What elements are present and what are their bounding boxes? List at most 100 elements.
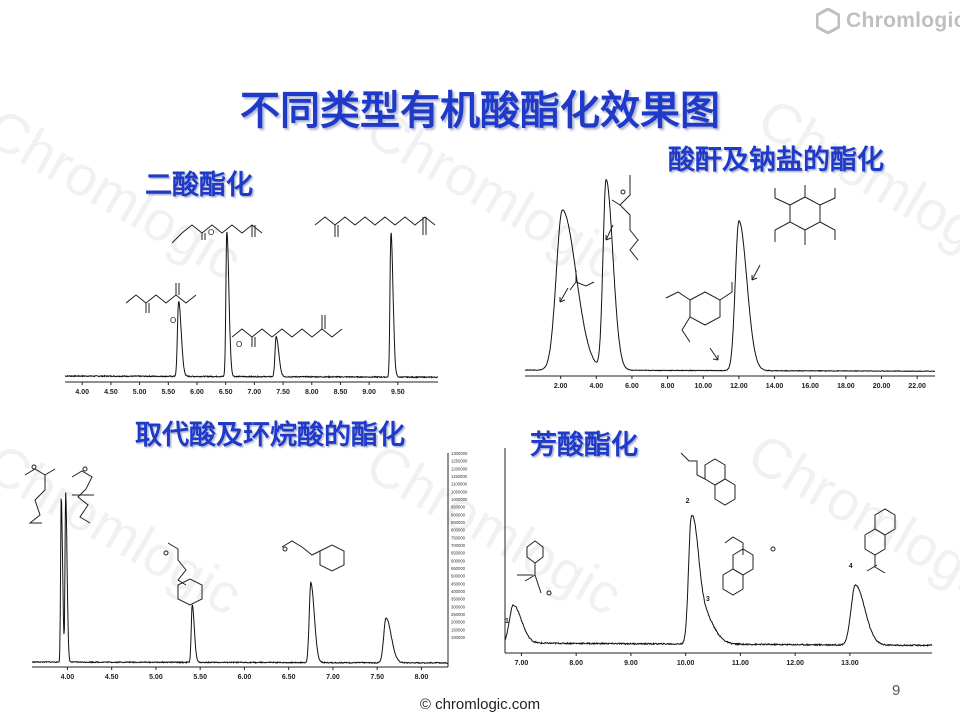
x-tick-label: 9.00 — [624, 660, 638, 667]
x-tick-label: 4.00 — [589, 383, 603, 390]
y-tick-label: 800000 — [451, 528, 466, 533]
x-tick-label: 2.00 — [554, 383, 568, 390]
y-tick-labels: 1300000 1250000 1200000 1150000 1100000 10500… — [451, 451, 468, 640]
page-title: 不同类型有机酸酯化效果图 — [240, 88, 720, 134]
x-tick-label: 7.50 — [276, 389, 290, 396]
chromatogram-trace — [64, 231, 439, 379]
x-tick-label: 6.50 — [219, 389, 233, 396]
y-tick-label: 500000 — [451, 574, 466, 579]
x-tick-label: 12.00 — [730, 383, 748, 390]
x-tick-label: 10.00 — [677, 660, 695, 667]
y-tick-label: 350000 — [451, 597, 466, 602]
chromatogram-trace — [31, 492, 449, 665]
x-tick-label: 11.00 — [732, 660, 749, 667]
x-tick-label: 4.50 — [104, 389, 118, 396]
y-tick-label: 1000000 — [451, 497, 468, 502]
x-tick-label: 6.00 — [190, 389, 204, 396]
chromatogram-aromatic-acid: 7.00 8.00 9.00 10.00 11.00 12.00 13.00 1 2 3 4 — [504, 448, 933, 667]
y-tick-label: 550000 — [451, 566, 466, 571]
x-tick-label: 14.00 — [766, 383, 784, 390]
logo-text: Chromlogic — [846, 9, 960, 32]
peak-label: 3 — [706, 596, 710, 603]
x-tick-label: 20.00 — [873, 383, 891, 390]
svg-text:O: O — [236, 340, 242, 349]
brand-logo: Chromlogic — [816, 6, 960, 36]
page-number: 9 — [892, 682, 901, 699]
chart-axes — [32, 453, 449, 668]
y-tick-label: 600000 — [451, 558, 466, 563]
y-tick-label: 100000 — [451, 635, 466, 640]
footer-copyright: © chromlogic.com — [419, 696, 541, 713]
y-tick-label: 250000 — [451, 612, 466, 617]
x-tick-label: 22.00 — [908, 383, 926, 390]
y-tick-label: 300000 — [451, 604, 466, 609]
x-tick-labels: 4.00 4.50 5.00 5.50 6.00 6.50 7.00 7.50 8.00 8.50… — [75, 382, 405, 396]
y-tick-label: 400000 — [451, 589, 466, 594]
structures — [517, 452, 896, 596]
peak-label: 4 — [849, 563, 853, 570]
peak-labels: 1 2 3 4 — [505, 498, 853, 625]
x-tick-labels: 7.00 8.00 9.00 10.00 11.00 12.00 13.00 — [515, 653, 859, 667]
structures — [24, 464, 345, 606]
y-tick-label: 650000 — [451, 551, 466, 556]
x-tick-label: 8.00 — [415, 674, 429, 681]
y-tick-label: 1050000 — [451, 489, 468, 494]
x-tick-label: 8.00 — [305, 389, 319, 396]
y-tick-label: 1200000 — [451, 466, 468, 471]
y-tick-label: 1150000 — [451, 474, 468, 479]
section-title-substituted-acid: 取代酸及环烷酸的酯化 — [135, 420, 405, 451]
x-tick-label: 8.50 — [334, 389, 348, 396]
x-tick-label: 9.50 — [391, 389, 405, 396]
y-tick-label: 1250000 — [451, 459, 468, 464]
y-tick-label: 450000 — [451, 581, 466, 586]
x-tick-label: 5.50 — [161, 389, 175, 396]
x-tick-label: 10.00 — [694, 383, 712, 390]
y-tick-label: 1300000 — [451, 451, 468, 456]
section-title-diacid: 二酸酯化 — [145, 170, 253, 201]
peak-label: 1 — [505, 618, 509, 625]
x-tick-label: 12.00 — [786, 660, 804, 667]
x-tick-label: 13.00 — [841, 660, 859, 667]
x-tick-label: 6.00 — [625, 383, 639, 390]
x-tick-labels: 2.00 4.00 6.00 8.00 10.00 12.00 14.00 16.00 18.0… — [554, 376, 926, 390]
x-tick-label: 4.50 — [105, 674, 119, 681]
section-title-aromatic-acid: 芳酸酯化 — [530, 430, 638, 461]
y-tick-label: 1100000 — [451, 482, 468, 487]
x-tick-label: 6.50 — [282, 674, 296, 681]
chromatogram-trace — [524, 178, 936, 373]
x-tick-label: 7.00 — [515, 660, 529, 667]
x-tick-labels: 4.00 4.50 5.00 5.50 6.00 6.50 7.00 7.50 8.00 — [61, 667, 429, 681]
y-tick-label: 750000 — [451, 535, 466, 540]
x-tick-label: 7.00 — [326, 674, 340, 681]
y-tick-label: 150000 — [451, 627, 466, 632]
svg-text:O: O — [170, 316, 176, 325]
y-tick-label: 700000 — [451, 543, 466, 548]
structures — [559, 175, 836, 361]
chromatogram-diacid: 4.00 4.50 5.00 5.50 6.00 6.50 7.00 7.50 8.00 8.50… — [64, 216, 439, 396]
x-tick-label: 4.00 — [75, 389, 89, 396]
x-tick-label: 7.50 — [370, 674, 384, 681]
svg-text:O: O — [208, 228, 214, 237]
y-tick-label: 200000 — [451, 620, 466, 625]
y-tick-label: 950000 — [451, 505, 466, 510]
x-tick-label: 8.00 — [661, 383, 675, 390]
y-tick-label: 850000 — [451, 520, 466, 525]
x-tick-label: 7.00 — [248, 389, 262, 396]
x-tick-label: 16.00 — [801, 383, 819, 390]
x-tick-label: 5.50 — [193, 674, 207, 681]
section-title-anhydride: 酸酐及钠盐的酯化 — [668, 145, 884, 176]
x-tick-label: 4.00 — [61, 674, 75, 681]
chromatogram-anhydride: 2.00 4.00 6.00 8.00 10.00 12.00 14.00 16.00 18.0… — [524, 175, 936, 390]
x-tick-label: 18.00 — [837, 383, 855, 390]
chromatogram-trace — [504, 514, 933, 647]
x-tick-label: 5.00 — [133, 389, 147, 396]
hexagon-logo-icon — [816, 8, 840, 34]
x-tick-label: 5.00 — [149, 674, 163, 681]
y-tick-label: 900000 — [451, 512, 466, 517]
x-tick-label: 8.00 — [569, 660, 583, 667]
peak-label: 2 — [686, 498, 690, 505]
x-tick-label: 9.00 — [362, 389, 376, 396]
chromatogram-substituted-acid: 4.00 4.50 5.00 5.50 6.00 6.50 7.00 7.50 8.00 130… — [24, 451, 468, 681]
structures: O O O — [125, 216, 436, 349]
x-tick-label: 6.00 — [238, 674, 252, 681]
